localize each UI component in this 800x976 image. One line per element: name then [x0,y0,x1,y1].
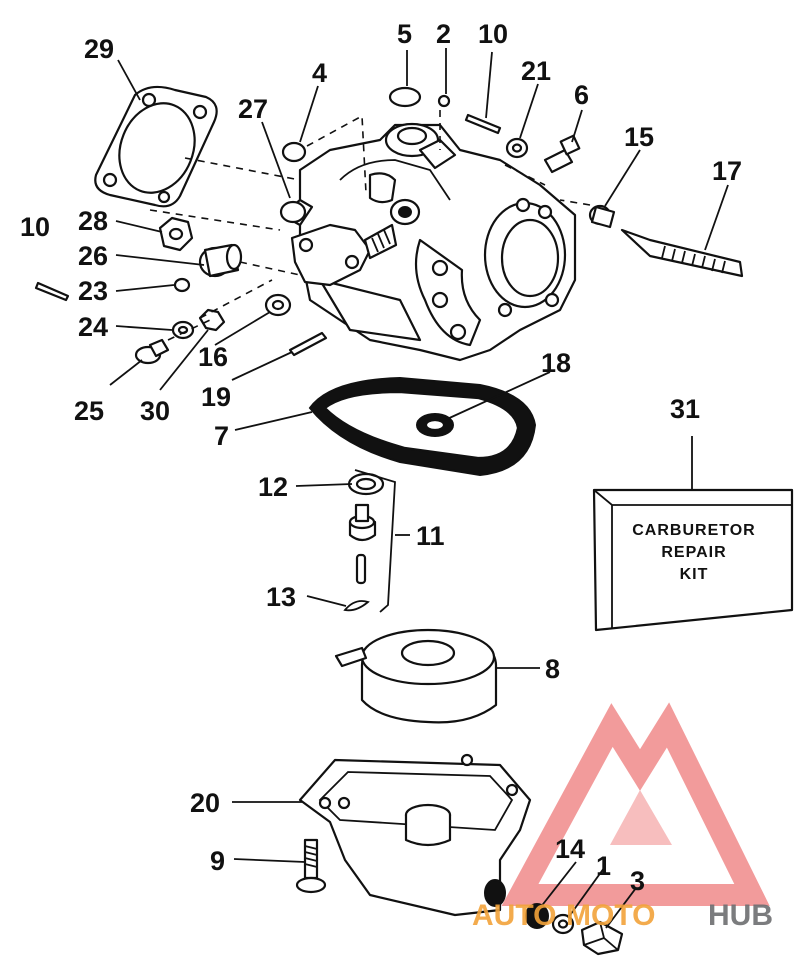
label-5: 5 [397,19,412,49]
leader-lines [109,48,729,929]
label-21: 21 [521,56,551,86]
valve-seat-11 [348,503,377,542]
label-2: 2 [436,19,451,49]
label-14: 14 [555,834,585,864]
seat-12 [347,472,385,496]
label-26: 26 [78,241,108,271]
label-12: 12 [258,472,288,502]
washer-23 [173,277,191,293]
spring-15 [588,204,616,229]
label-17: 17 [712,156,742,186]
label-30: 30 [140,396,170,426]
kit-line-3: KIT [680,566,709,583]
label-8: 8 [545,654,560,684]
label-24: 24 [78,312,108,342]
label-19: 19 [201,382,231,412]
plug-4 [281,141,307,163]
bracket-11 [354,469,396,613]
label-16: 16 [198,342,228,372]
plug-5 [388,86,422,108]
repair-kit-box-31 [592,488,794,632]
pin-10-left [34,281,70,302]
pin-19 [288,331,328,357]
label-27: 27 [238,94,268,124]
label-10-top: 10 [478,19,508,49]
throttle-plate-27 [279,198,398,287]
label-7: 7 [214,421,229,451]
carburetor-body [298,122,577,362]
kit-line-1: CARBURETOR [632,522,755,539]
label-23: 23 [78,276,108,306]
label-6: 6 [574,80,589,110]
label-20: 20 [190,788,220,818]
label-18: 18 [541,348,571,378]
label-9: 9 [210,846,225,876]
label-13: 13 [266,582,296,612]
screw-3 [580,920,624,956]
label-11: 11 [416,521,445,551]
watermark-text: AUTO MOTO HUB [472,899,773,932]
gasket-29 [94,85,218,208]
kit-line-2: REPAIR [661,544,726,561]
label-4: 4 [312,58,327,88]
kit-box-text: CARBURETOR REPAIR KIT [632,522,755,583]
screw-25 [134,338,170,365]
washer-21 [505,137,529,159]
callout-labels: 29 4 5 2 10 21 6 15 17 27 10 28 26 23 24… [20,19,742,896]
nut-28 [158,216,194,252]
plug-14 [525,903,549,929]
needle-pin [355,553,367,585]
needle-17 [620,228,744,278]
ball-2 [437,94,451,108]
label-28: 28 [78,206,108,236]
gasket-7 [308,376,537,477]
watermark-hub: HUB [708,899,773,932]
washer-24 [171,320,195,340]
lockwasher-30 [198,308,226,332]
screw-9 [295,838,327,894]
label-31: 31 [670,394,700,424]
clip-13 [343,600,370,612]
float-bowl-20 [298,753,532,917]
float-8 [334,628,498,724]
watermark-logo [501,702,770,906]
watermark-moto: MOTO [566,899,655,932]
label-10-left: 10 [20,212,50,242]
label-29: 29 [84,34,114,64]
bushing-26 [198,243,243,278]
washer-16 [264,293,292,317]
gasket-1 [551,913,575,935]
assembly-lines [149,110,591,341]
label-25: 25 [74,396,104,426]
screw-6 [543,134,581,174]
label-3: 3 [630,866,645,896]
label-15: 15 [624,122,654,152]
label-1: 1 [596,851,611,881]
watermark-auto: AUTO [472,899,556,932]
pin-10-top [464,113,502,135]
